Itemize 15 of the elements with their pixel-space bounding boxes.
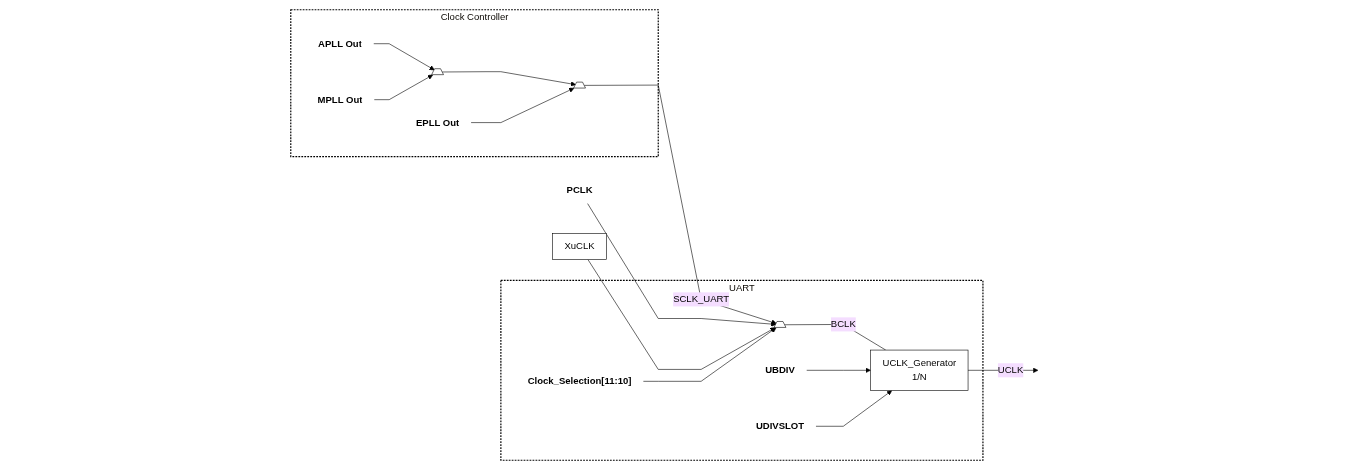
edge-label: BCLK: [830, 318, 856, 329]
node-box: XuCLK: [552, 232, 607, 260]
edge-label: SCLK_UART: [673, 293, 730, 304]
node-text: MPLL Out: [317, 93, 363, 104]
node-text: UBDIV: [765, 364, 795, 375]
node-text: Clock_Selection[11:10]: [527, 375, 632, 386]
node-trapezoid: [431, 67, 444, 75]
node-text: APLL Out: [318, 37, 362, 48]
node-text: UDIVSLOT: [756, 420, 805, 431]
node-box: UCLK_Generator 1/N: [870, 349, 969, 391]
node-trapezoid: [773, 320, 787, 328]
edge-label: UCLK: [997, 364, 1024, 375]
node-trapezoid: [573, 81, 586, 88]
node-text: EPLL Out: [416, 116, 460, 127]
node-text: PCLK: [566, 184, 593, 195]
